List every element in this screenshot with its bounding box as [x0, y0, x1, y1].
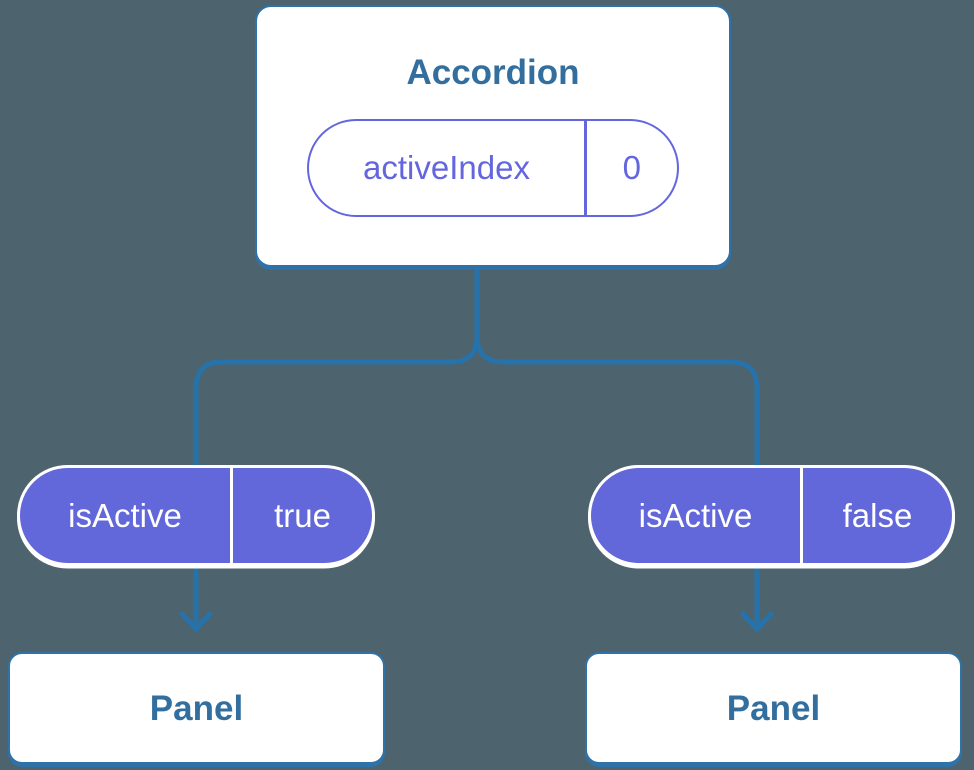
prop-pill-divider [230, 468, 233, 563]
prop-pill-isactive-true: isActive true [17, 465, 375, 566]
panel-node-left: Panel [8, 652, 385, 764]
prop-name-section: isActive [591, 468, 800, 563]
edge-root-to-left-pill [193, 261, 480, 625]
prop-name-section: isActive [20, 468, 230, 563]
arrow-down-left-icon [179, 611, 213, 632]
prop-name-label: isActive [68, 496, 182, 534]
prop-value-label: true [274, 496, 331, 534]
prop-value-section: true [233, 468, 372, 563]
accordion-node: Accordion activeIndex 0 [255, 5, 731, 267]
prop-pill-divider [800, 468, 803, 563]
accordion-node-title: Accordion [406, 53, 580, 92]
prop-pill-isactive-false: isActive false [588, 465, 955, 566]
state-pill: activeIndex 0 [307, 119, 679, 217]
state-value-section: 0 [587, 121, 678, 215]
prop-name-label: isActive [638, 496, 753, 534]
prop-value-section: false [803, 468, 952, 563]
panel-node-title: Panel [149, 688, 244, 728]
panel-node-title: Panel [726, 688, 821, 728]
panel-node-right: Panel [585, 652, 962, 764]
state-value-label: 0 [622, 149, 641, 186]
arrow-down-right-icon [740, 611, 774, 632]
state-name-section: activeIndex [309, 121, 584, 215]
state-name-label: activeIndex [363, 149, 530, 186]
edge-root-to-right-pill [474, 261, 760, 625]
prop-value-label: false [842, 496, 913, 534]
state-pill-divider [584, 121, 587, 215]
